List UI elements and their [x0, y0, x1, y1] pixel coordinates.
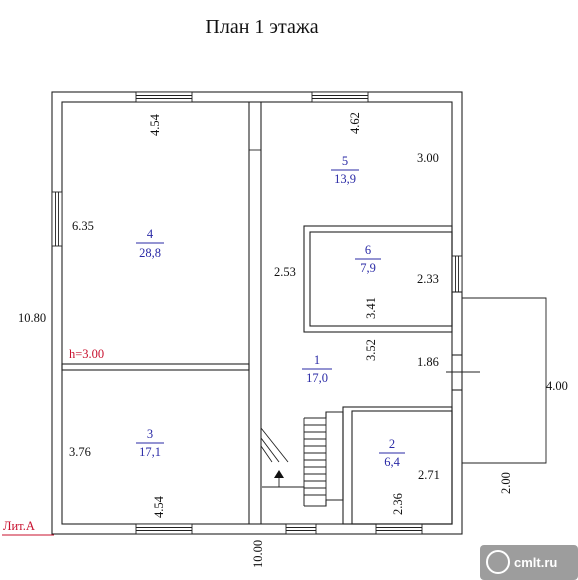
dim-corridor-vertical: 3.52 [364, 339, 378, 361]
porch [446, 297, 547, 464]
watermark: cmlt.ru [480, 545, 578, 580]
dim-room3-left: 3.76 [69, 445, 91, 459]
plan-title: План 1 этажа [205, 16, 318, 38]
dim-room4-top: 4.54 [148, 113, 162, 136]
stair-arrow-icon [274, 470, 284, 478]
interior-walls [61, 102, 462, 525]
dim-total-height: 10.80 [18, 311, 46, 325]
exterior-walls [51, 91, 463, 535]
watermark-text: cmlt.ru [514, 555, 557, 570]
window-left [51, 191, 63, 247]
room-3-label: 3 17,1 [136, 427, 164, 459]
watermark-logo-icon [486, 550, 510, 574]
window-right-room6 [451, 255, 463, 293]
dim-room5-top: 4.62 [348, 112, 362, 134]
dim-room3-bottom: 4.54 [152, 495, 166, 518]
room-labels: 4 28,8 5 13,9 6 7,9 1 17,0 3 17,1 2 6,4 [136, 154, 405, 469]
building-label: Лит.А [3, 519, 35, 533]
svg-text:3: 3 [147, 427, 153, 441]
room-5-label: 5 13,9 [331, 154, 359, 186]
dim-room6-bottom: 3.41 [364, 297, 378, 319]
building-label-group: Лит.А [2, 519, 54, 536]
room-1-label: 1 17,0 [302, 353, 332, 385]
dim-porch-right: 4.00 [546, 379, 568, 393]
svg-text:6,4: 6,4 [384, 455, 400, 469]
dim-room2-right: 2.71 [418, 468, 440, 482]
dim-room2-bottom: 2.36 [391, 493, 405, 515]
room-4-label: 4 28,8 [136, 227, 164, 260]
svg-text:28,8: 28,8 [139, 246, 161, 260]
windows [51, 91, 463, 535]
svg-text:17,0: 17,0 [306, 371, 328, 385]
svg-text:17,1: 17,1 [139, 445, 161, 459]
svg-text:13,9: 13,9 [334, 172, 356, 186]
window-bottom-right [375, 523, 423, 535]
dim-total-width: 10.00 [251, 540, 265, 568]
svg-text:7,9: 7,9 [360, 261, 376, 275]
dim-porch-bottom: 2.00 [499, 472, 513, 494]
staircase [260, 411, 344, 507]
dim-room4-left: 6.35 [72, 219, 94, 233]
dim-room5-right: 3.00 [417, 151, 439, 165]
svg-text:4: 4 [147, 227, 154, 241]
dimension-labels: 10.80 10.00 4.54 6.35 3.76 4.54 4.62 3.0… [18, 112, 568, 568]
svg-text:2: 2 [389, 437, 395, 451]
svg-text:6: 6 [365, 243, 371, 257]
window-bottom-left [135, 523, 193, 535]
window-top-left [135, 91, 193, 103]
room-2-label: 2 6,4 [379, 437, 405, 469]
window-bottom-mid [285, 523, 317, 535]
window-top-right [311, 91, 369, 103]
dim-room6-left: 2.53 [274, 265, 296, 279]
dim-corridor-right: 1.86 [417, 355, 439, 369]
ceiling-height-label: h=3.00 [69, 347, 104, 361]
room-6-label: 6 7,9 [355, 243, 381, 275]
dim-room6-right: 2.33 [417, 272, 439, 286]
svg-text:5: 5 [342, 154, 348, 168]
svg-text:1: 1 [314, 353, 320, 367]
